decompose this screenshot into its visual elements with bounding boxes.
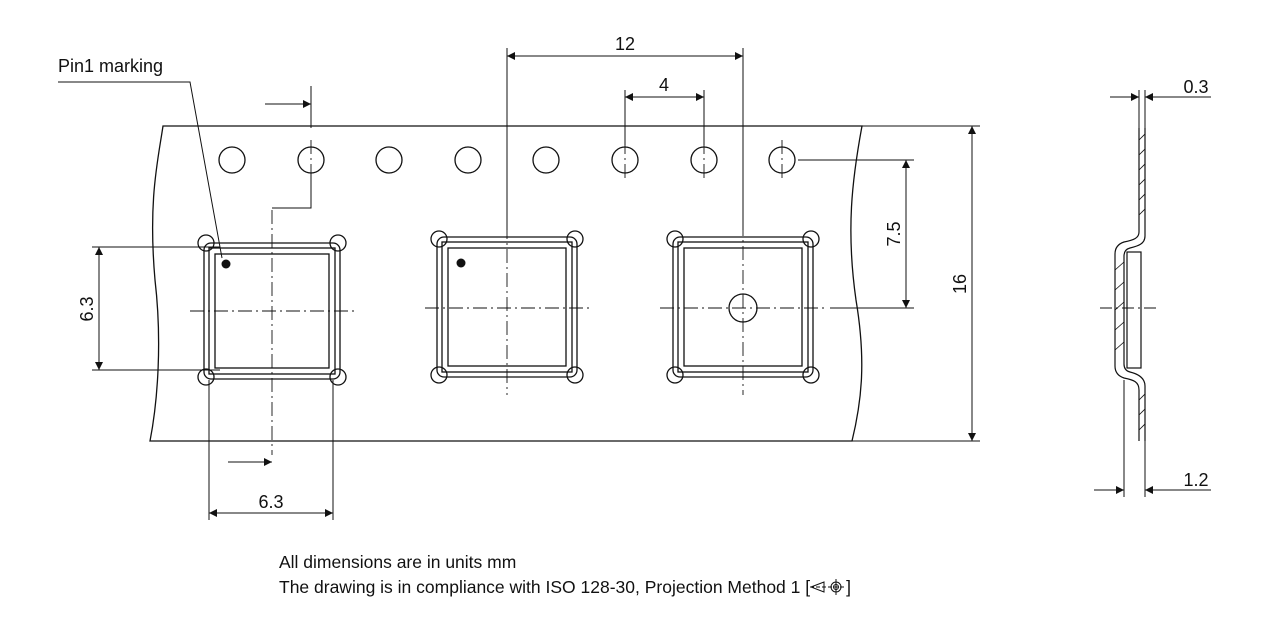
dim-label-6-3-horizontal: 6.3 xyxy=(258,492,283,512)
dim-label-7-5: 7.5 xyxy=(884,221,904,246)
pin1-marking-label: Pin1 marking xyxy=(58,56,163,76)
side-view xyxy=(1094,90,1211,497)
center-lines xyxy=(190,140,828,455)
dim-label-16: 16 xyxy=(950,274,970,294)
iso-note-suffix: ] xyxy=(846,577,851,597)
pin1-dot xyxy=(221,259,231,269)
dim-label-6-3-vertical: 6.3 xyxy=(77,296,97,321)
dim-label-pitch-12: 12 xyxy=(615,34,635,54)
iso-note-text: The drawing is in compliance with ISO 12… xyxy=(279,577,811,597)
carrier-tape-outline xyxy=(149,125,863,442)
iso-note: The drawing is in compliance with ISO 12… xyxy=(279,575,851,600)
dim-label-1-2: 1.2 xyxy=(1183,470,1208,490)
dim-label-pitch-4: 4 xyxy=(659,75,669,95)
dimension-lines xyxy=(58,48,980,520)
units-note: All dimensions are in units mm xyxy=(279,552,517,572)
dim-label-0-3: 0.3 xyxy=(1183,77,1208,97)
pin1-dot xyxy=(456,258,466,268)
projection-method-icon xyxy=(810,579,847,595)
drawing-notes: All dimensions are in units mm The drawi… xyxy=(279,550,851,600)
